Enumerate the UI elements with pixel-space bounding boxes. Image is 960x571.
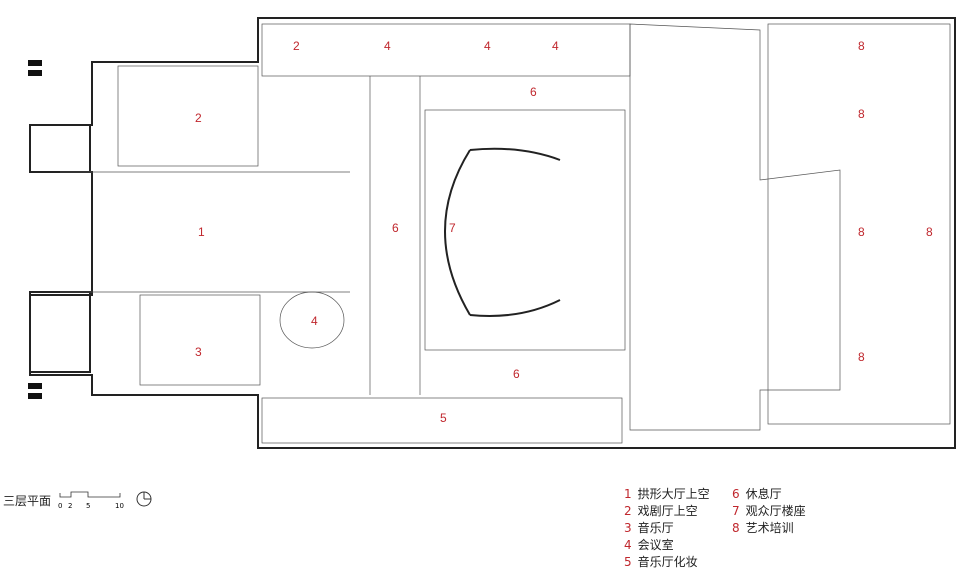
scale-tick: 5: [86, 502, 90, 510]
room-labels: 1 2 2 3 4 4 4 4 5 6 6 6 7 8 8 8 8 8: [195, 39, 933, 425]
columns: [28, 60, 42, 399]
walls: [29, 17, 956, 449]
floor-plan: 1 2 2 3 4 4 4 4 5 6 6 6 7 8 8 8 8 8: [28, 17, 956, 449]
north-arrow-icon: [136, 491, 152, 507]
scale-bar: 0 2 5 10: [58, 491, 124, 510]
room-6: 6: [530, 85, 537, 99]
scale-tick: 2: [68, 502, 72, 510]
room-5: 5: [440, 411, 447, 425]
room-7: 7: [449, 221, 456, 235]
room-4: 4: [484, 39, 491, 53]
scale-tick: 0: [58, 502, 62, 510]
room-8: 8: [858, 39, 865, 53]
room-4: 4: [552, 39, 559, 53]
room-4: 4: [384, 39, 391, 53]
room-6: 6: [513, 367, 520, 381]
room-4: 4: [311, 314, 318, 328]
room-3: 3: [195, 345, 202, 359]
room-1: 1: [198, 225, 205, 239]
room-2: 2: [195, 111, 202, 125]
room-8: 8: [858, 225, 865, 239]
room-8: 8: [858, 107, 865, 121]
room-6: 6: [392, 221, 399, 235]
room-8: 8: [926, 225, 933, 239]
room-2: 2: [293, 39, 300, 53]
room-8: 8: [858, 350, 865, 364]
plan-title: 三层平面: [3, 494, 52, 508]
scale-tick: 10: [115, 502, 124, 510]
